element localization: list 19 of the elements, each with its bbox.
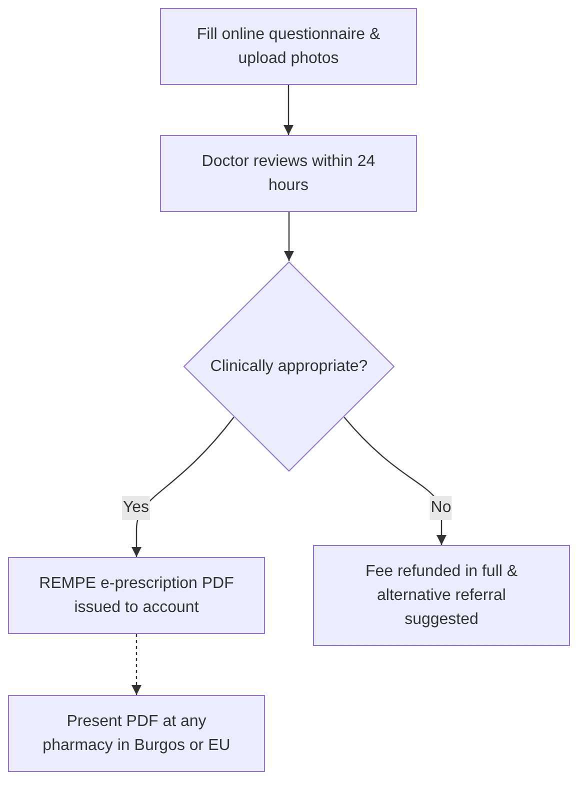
process-box — [8, 557, 265, 634]
process-box — [160, 8, 417, 85]
decision-diamond — [183, 261, 395, 472]
node-label: Present PDF at any pharmacy in Burgos or EU — [42, 712, 232, 756]
node-label: Doctor reviews within 24 hours — [200, 152, 376, 196]
node-label: Clinically appropriate? — [210, 356, 368, 376]
node-label: Fee refunded in full & alternative referral suggested — [364, 562, 519, 630]
process-box — [313, 545, 570, 646]
node-label: Fill online questionnaire & upload photos — [196, 24, 382, 68]
arrow — [284, 212, 294, 261]
process-box — [8, 695, 265, 772]
process-box — [160, 135, 417, 212]
arrow — [284, 85, 294, 135]
edge-label: No — [430, 496, 452, 520]
edge-label: Yes — [122, 496, 150, 520]
arrow — [344, 416, 446, 545]
arrow — [132, 634, 142, 695]
arrow — [132, 416, 234, 557]
node-label: REMPE e-prescription PDF issued to account — [38, 574, 235, 618]
